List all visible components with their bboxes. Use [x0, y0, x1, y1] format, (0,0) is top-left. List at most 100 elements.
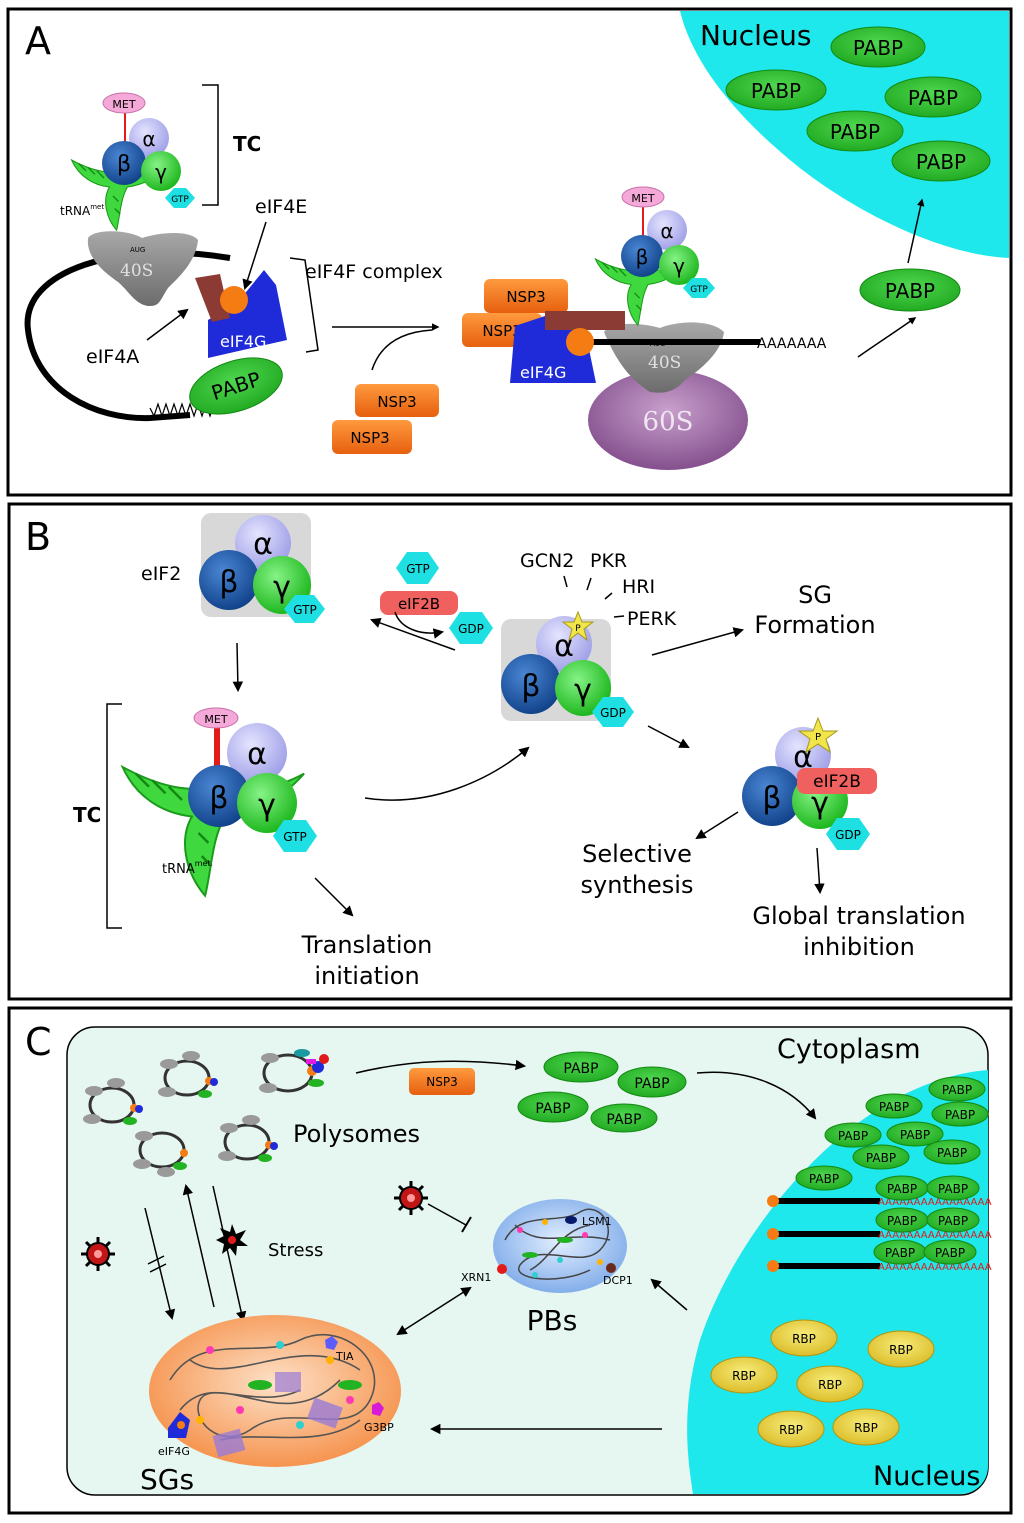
inh-gamma-label: γ [811, 786, 829, 821]
selective-line1: Selective [582, 840, 692, 868]
cytoplasm-label: Cytoplasm [777, 1034, 921, 1065]
tc-label-a: TC [233, 132, 261, 156]
eif2-beta [199, 550, 259, 610]
arrow-b-to-inhibited [647, 725, 690, 748]
s40-label-a-right: 40S [648, 353, 681, 373]
pabp-n-5-label: PABP [900, 1128, 930, 1142]
arrow-a-nsp3-curve [371, 329, 433, 371]
panel-c-letter: C [25, 1020, 52, 1064]
sg-ribosome-1 [307, 1397, 343, 1429]
eif4f-bracket [289, 257, 319, 353]
pabp-3-label: PABP [908, 86, 958, 110]
sg-tia-marker [325, 1336, 338, 1350]
tc-b-beta [188, 765, 250, 827]
eif4a-shape-a [195, 274, 230, 322]
pabp-n-8 [795, 1165, 853, 1191]
tc-b-gamma-label: γ [258, 788, 276, 823]
tc-bracket-a [202, 84, 219, 206]
pabp-5 [891, 140, 991, 182]
sg-eif4g-label: eIF4G [158, 1445, 190, 1458]
rbp-3 [710, 1356, 778, 1394]
pbs-label: PBs [527, 1304, 578, 1337]
met-badge-r [621, 186, 665, 208]
pb-dot-7 [557, 1237, 573, 1243]
sg-pabp-2 [338, 1380, 362, 1390]
eif4g-label-a-right: eIF4G [520, 363, 566, 382]
pabp-c-free-group: PABP PABP PABP PABP [517, 1051, 687, 1133]
polysome-1-rib-c [83, 1114, 101, 1124]
pabp-m-1b [926, 1175, 980, 1201]
gtp-b-top-label: GTP [406, 562, 429, 576]
beta-subunit-r [621, 235, 663, 277]
rbp-6 [832, 1408, 900, 1446]
eif4e-shape-a [220, 286, 248, 314]
pabp-m-3b [923, 1239, 977, 1265]
eif2b-label-inh: eIF2B [813, 772, 861, 792]
alpha-label-r: α [660, 219, 673, 243]
polysome-4-rib-a [220, 1123, 238, 1133]
pabp-n-7-label: PABP [937, 1146, 967, 1160]
sg-dot-1 [206, 1346, 214, 1354]
panel-b-letter: B [25, 515, 51, 559]
pabp-n-7 [923, 1139, 981, 1165]
sg-formation-line2: Formation [754, 611, 875, 639]
kinase-tick-2 [586, 577, 592, 591]
pabp-1 [830, 26, 926, 68]
polysome-2-eif4g [210, 1078, 218, 1086]
panel-b: B eIF2 α β γ GTP GTP eIF2B GDP GCN2 PKR … [7, 502, 1013, 1001]
polysome-3 [259, 1049, 329, 1093]
nsp3-c [409, 1068, 475, 1095]
p-star-2 [797, 716, 839, 754]
arrow-b-global [814, 847, 825, 895]
eif4e-label-a: eIF4E [255, 196, 307, 218]
inh-beta [742, 766, 802, 826]
mrna-n-3-tail: AAAAAAAAAAAAAAAA [878, 1262, 992, 1273]
arrow-c-sg-poly [182, 1183, 215, 1308]
nucleus-pabp-group: PABP PABP PABP PABP PABP [725, 26, 991, 182]
global-line2: inhibition [803, 933, 915, 961]
eif4a-shape-a-right [545, 311, 625, 330]
translation-init-line1: Translation [301, 931, 433, 959]
nsp3-free-2 [332, 420, 412, 454]
nsp3-free-2-label: NSP3 [350, 429, 389, 447]
arrow-b-to-eif2 [370, 617, 456, 651]
polysome-4-pabp [258, 1154, 272, 1162]
pb-dot-1 [517, 1227, 523, 1233]
pabp-n-6 [852, 1144, 910, 1170]
tc-b-beta-label: β [209, 781, 228, 816]
nsp3-bound-1 [484, 279, 568, 313]
sg-tia-label: TIA [335, 1350, 354, 1363]
alpha-subunit-r [647, 210, 687, 250]
polysome-1-rib-b [107, 1078, 125, 1088]
mrna-n-3-cap [767, 1260, 779, 1272]
ribosome-40s-a [87, 231, 198, 306]
sg-ribosome-3 [275, 1372, 301, 1392]
polysome-group [83, 1049, 329, 1177]
tc-b-alpha [227, 723, 287, 783]
pabp-c-1-label: PABP [563, 1061, 598, 1077]
eif4e-pointer [242, 221, 267, 291]
gamma-label-r: γ [673, 254, 685, 278]
polysome-5-cap [180, 1149, 188, 1157]
p-eif2-gdp-label: GDP [600, 706, 626, 720]
arrow-a-to-nucleus [907, 198, 925, 264]
nsp3-free-a: NSP3 NSP3 [332, 384, 439, 454]
arrow-c-pabp-to-nucleus [696, 1071, 817, 1120]
eif4f-label: eIF4F complex [305, 261, 443, 283]
beta-label: β [117, 152, 131, 177]
arrow-c-block-marks [147, 1255, 167, 1273]
pb-dot-2 [542, 1219, 548, 1225]
mrna-n-1-tail: AAAAAAAAAAAAAAAA [878, 1197, 992, 1208]
pabp-c-3 [517, 1091, 589, 1123]
polysome-4 [218, 1115, 278, 1162]
polysomes-label: Polysomes [293, 1120, 420, 1148]
tc-bracket-b [106, 703, 122, 929]
nucleus-label-a: Nucleus [700, 19, 811, 52]
gamma-subunit [141, 151, 181, 191]
p-eif2-gamma [555, 660, 611, 716]
pabp-n-2 [865, 1093, 923, 1119]
aug-label-a: AUG [130, 246, 145, 254]
kinase-tick-3 [604, 592, 613, 600]
polysome-2 [158, 1051, 218, 1098]
nsp3-bound-2-label: NSP3 [482, 322, 521, 340]
